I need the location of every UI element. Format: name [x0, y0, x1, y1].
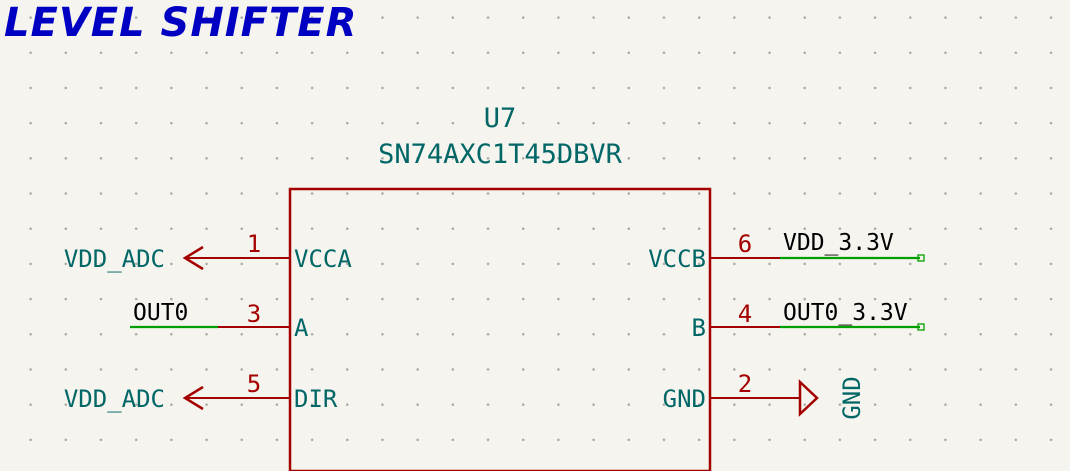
- pin-number-dir: 5: [247, 370, 261, 398]
- ground-icon[interactable]: [798, 379, 819, 417]
- pin-name-vcca: VCCA: [294, 245, 352, 273]
- pin-number-vcca: 1: [247, 230, 261, 258]
- pin-number-b: 4: [738, 300, 752, 328]
- pin-name-a: A: [294, 314, 309, 342]
- power-label-gnd[interactable]: GND: [838, 376, 866, 419]
- power-label-vdd-adc[interactable]: VDD_ADC: [64, 245, 165, 273]
- pin-name-dir: DIR: [294, 385, 338, 413]
- power-arrow-icon[interactable]: [182, 385, 204, 411]
- wire-end-marker-icon: [917, 254, 925, 262]
- power-arrow-icon[interactable]: [182, 245, 204, 271]
- part-value[interactable]: SN74AXC1T45DBVR: [378, 139, 623, 170]
- wire-end-marker-icon: [917, 323, 925, 331]
- pin-number-a: 3: [247, 300, 261, 328]
- pin-name-gnd: GND: [663, 385, 706, 413]
- ic-body[interactable]: [288, 187, 712, 471]
- ref-designator[interactable]: U7: [484, 103, 517, 134]
- power-label-vdd-adc[interactable]: VDD_ADC: [64, 385, 165, 413]
- pin-name-vccb: VCCB: [648, 245, 706, 273]
- sheet-title: LEVEL SHIFTER: [4, 0, 358, 46]
- net-label-out0-3v3[interactable]: OUT0_3.3V: [783, 300, 908, 326]
- pin-number-gnd: 2: [738, 370, 752, 398]
- pin-name-b: B: [692, 314, 706, 342]
- net-label-out0[interactable]: OUT0: [133, 300, 188, 326]
- pin-number-vccb: 6: [738, 230, 752, 258]
- net-label-vdd-3v3[interactable]: VDD_3.3V: [783, 230, 894, 256]
